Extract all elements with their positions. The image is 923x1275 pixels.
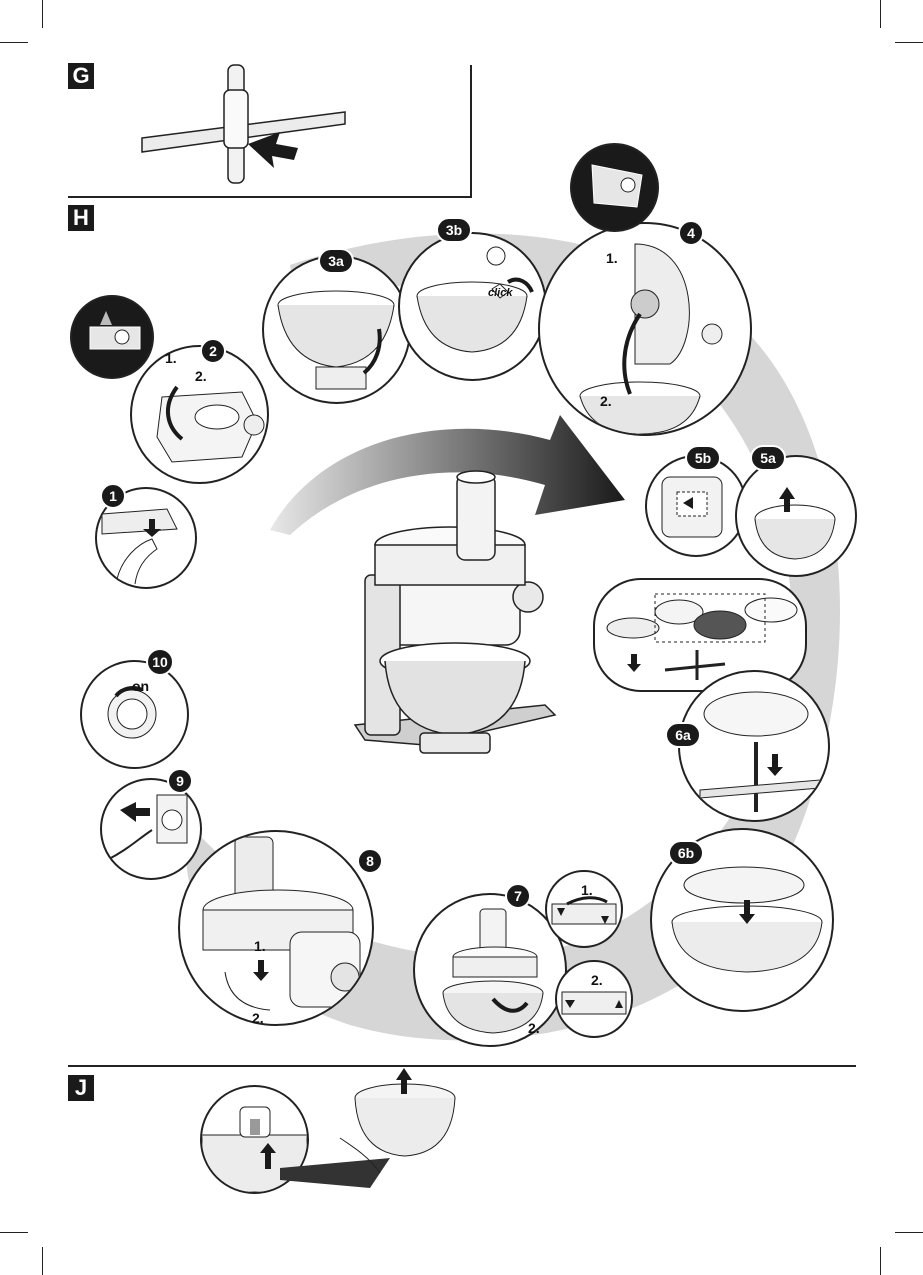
step-8-sub2: 2.: [252, 1010, 264, 1026]
step-2-sub2: 2.: [195, 368, 207, 384]
discs-illustration: [606, 593, 798, 680]
step-5a-badge: 5a: [750, 445, 786, 471]
step-5a-illustration: [754, 487, 836, 560]
step-7-sub2: 2.: [591, 972, 603, 988]
step-1-circle: [95, 487, 197, 589]
step-2-inset: [70, 295, 154, 379]
step-7-sub1: 1.: [581, 882, 593, 898]
step-3a-badge: 3a: [318, 248, 354, 274]
step-4-circle: [538, 222, 752, 436]
crop-mark: [895, 1232, 923, 1233]
step-2-badge: 2: [200, 338, 226, 364]
step-10-badge: 10: [146, 648, 174, 676]
crop-mark: [0, 1232, 28, 1233]
step-2-circle: [130, 345, 269, 484]
step-7-detail-1: 1.: [545, 870, 623, 948]
step-2-sub1: 1.: [165, 350, 177, 366]
crop-mark: [880, 0, 881, 28]
step-1-badge: 1: [100, 483, 126, 509]
step-8-circle: [178, 830, 374, 1026]
step-3b-badge: 3b: [436, 217, 472, 243]
step-6a-circle: [678, 670, 830, 822]
step-7-main-sub2: 2.: [528, 1020, 540, 1036]
section-g-label: G: [68, 63, 94, 89]
step-9-circle: [100, 778, 202, 880]
kitchen-machine-illustration: [353, 470, 557, 754]
section-j-top-rule: [68, 1065, 856, 1067]
center-curved-arrow: [270, 415, 625, 535]
step-5a-circle: [735, 455, 857, 577]
section-g-illustration: [141, 64, 346, 184]
crop-mark: [880, 1247, 881, 1275]
step-5b-badge: 5b: [685, 445, 721, 471]
step-7-detail-2-illustration: [561, 991, 627, 1015]
step-8-illustration: [202, 836, 361, 1011]
step-8-sub1: 1.: [254, 938, 266, 954]
step-4-illustration: [579, 243, 723, 434]
step-5b-illustration: [661, 476, 723, 538]
step-2-illustration: [156, 385, 265, 463]
step-7-illustration: [442, 908, 544, 1034]
step-9-badge: 9: [167, 768, 193, 794]
step-4-badge: 4: [678, 220, 704, 246]
step-10-circle: on: [80, 660, 189, 769]
crop-mark: [0, 42, 28, 43]
step-4-sub1: 1.: [606, 250, 618, 266]
step-3b-click-label: click: [488, 287, 513, 299]
step-4-inset-illustration: [591, 164, 643, 208]
crop-mark: [42, 1247, 43, 1275]
section-j-detail-illustration: [202, 1106, 307, 1192]
step-3b-circle: click: [398, 232, 547, 381]
section-j-label: J: [68, 1075, 94, 1101]
section-h-label: H: [68, 205, 94, 231]
step-4-sub2: 2.: [600, 393, 612, 409]
step-1-illustration: [101, 508, 178, 585]
crop-mark: [42, 0, 43, 28]
step-5b-circle: [645, 455, 747, 557]
step-10-illustration: [107, 686, 157, 739]
crop-mark: [895, 42, 923, 43]
step-7-circle: [413, 893, 567, 1047]
step-6b-illustration: [671, 866, 823, 973]
step-9-illustration: [106, 794, 188, 861]
section-j-main-illustration: [280, 1068, 456, 1188]
step-7-detail-1-illustration: [551, 896, 617, 925]
section-g-right-border: [470, 65, 472, 198]
step-3a-circle: [262, 255, 411, 404]
step-3a-illustration: [277, 290, 395, 390]
step-2-inset-illustration: [89, 311, 141, 350]
section-g-bottom-border: [68, 196, 472, 198]
step-6a-badge: 6a: [665, 722, 701, 748]
step-3b-illustration: [416, 246, 534, 353]
step-7-detail-2: 2.: [555, 960, 633, 1038]
step-8-badge: 8: [357, 848, 383, 874]
step-4-inset: [570, 143, 659, 232]
step-7-badge: 7: [505, 883, 531, 909]
step-10-on-label: on: [132, 678, 150, 694]
step-6a-illustration: [699, 691, 821, 812]
step-6b-badge: 6b: [668, 840, 704, 866]
